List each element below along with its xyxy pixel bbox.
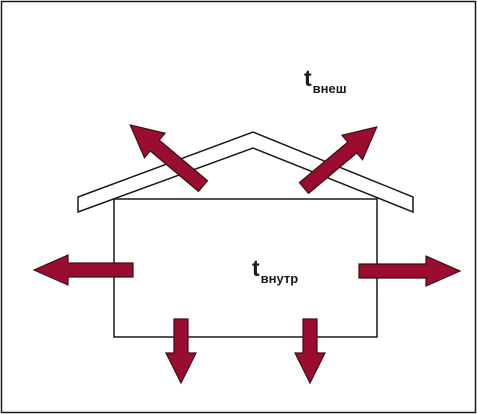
roof xyxy=(77,131,414,214)
inside-temperature-subscript: внутр xyxy=(260,271,299,286)
floor-left-arrow xyxy=(165,318,197,385)
outside-temperature-symbol: t xyxy=(304,65,312,91)
house-walls xyxy=(113,198,378,338)
left-wall-arrow xyxy=(32,254,134,286)
roof-right-arrow xyxy=(298,126,378,195)
right-wall-arrow xyxy=(358,255,462,287)
outside-temperature-subscript: внеш xyxy=(312,81,347,96)
roof-left-arrow xyxy=(129,124,209,193)
inside-temperature-symbol: t xyxy=(252,255,260,281)
outside-temperature-label: tвнеш xyxy=(304,65,347,96)
floor-right-arrow xyxy=(294,318,326,385)
inside-temperature-label: tвнутр xyxy=(252,255,298,286)
